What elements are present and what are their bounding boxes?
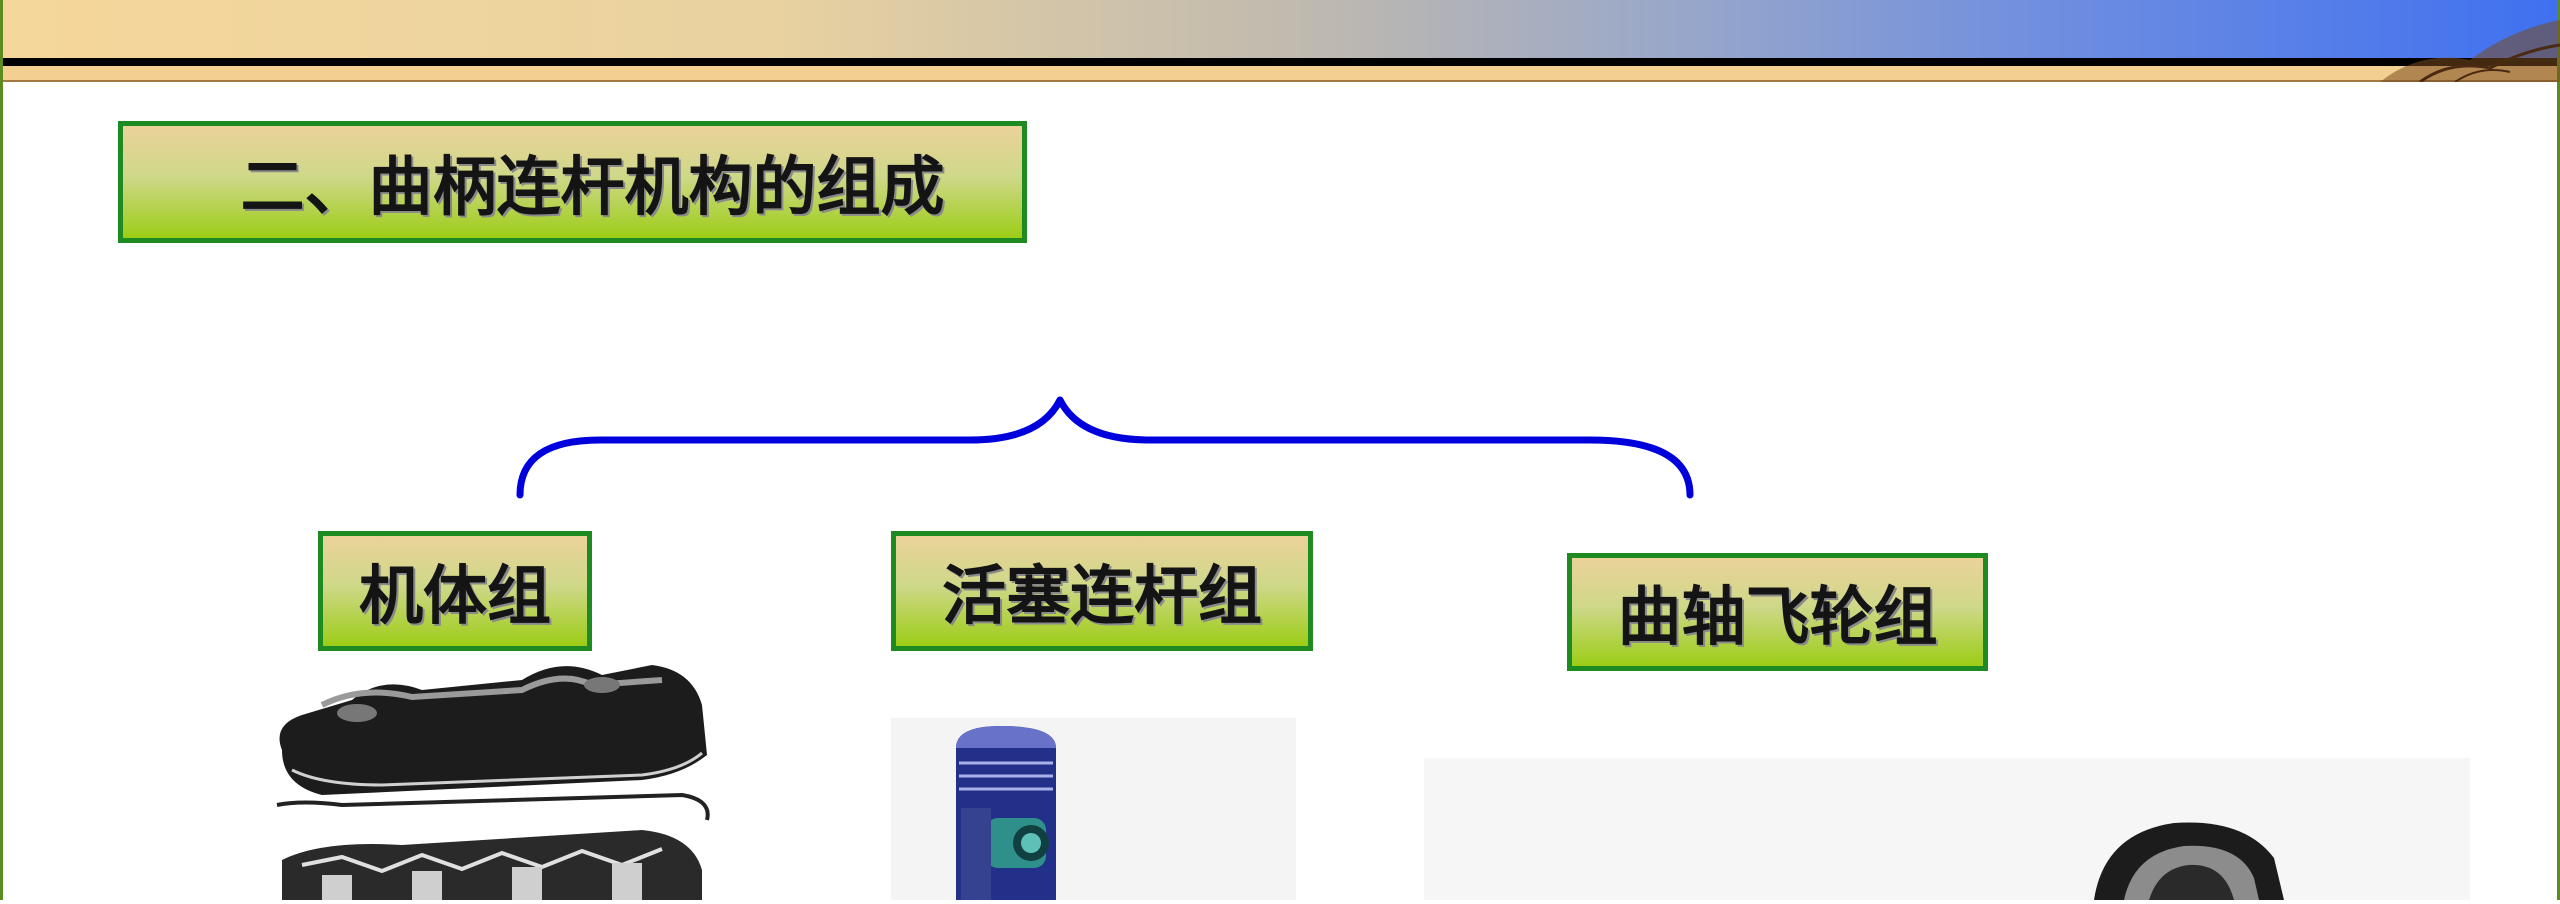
flywheel-icon bbox=[2094, 822, 2284, 900]
group-label-piston-rod: 活塞连杆组 bbox=[891, 531, 1313, 651]
corner-ornament-icon bbox=[2380, 20, 2560, 82]
slide-title: 二、曲柄连杆机构的组成 bbox=[118, 121, 1027, 243]
right-border-line bbox=[2557, 0, 2560, 900]
group-label-engine-block: 机体组 bbox=[318, 531, 592, 651]
group-label-crankshaft-flywheel: 曲轴飞轮组 bbox=[1567, 553, 1988, 671]
crankshaft-flywheel-image bbox=[1424, 758, 2470, 900]
engine-block-image bbox=[276, 665, 710, 900]
piston-icon bbox=[956, 726, 1056, 900]
grouping-brace bbox=[516, 396, 1694, 499]
left-border-line bbox=[0, 0, 3, 900]
header-rule bbox=[0, 58, 2560, 66]
header-band bbox=[0, 66, 2560, 82]
header-gradient-bar bbox=[0, 0, 2560, 58]
piston-rod-image bbox=[891, 718, 1296, 900]
